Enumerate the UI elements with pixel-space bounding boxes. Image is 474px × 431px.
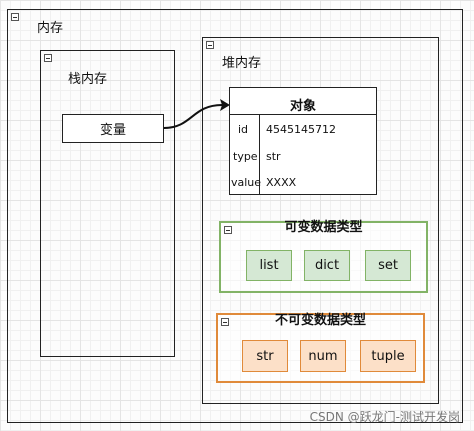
type-item-set: set bbox=[365, 250, 411, 281]
collapse-icon[interactable] bbox=[224, 226, 232, 234]
watermark: CSDN @跃龙门-测试开发岗 bbox=[309, 410, 460, 424]
type-item-num: num bbox=[300, 340, 346, 372]
collapse-icon[interactable] bbox=[11, 13, 19, 21]
collapse-icon[interactable] bbox=[206, 41, 214, 49]
object-key: type bbox=[233, 150, 258, 163]
object-title: 对象 bbox=[289, 99, 316, 114]
object-value: str bbox=[266, 150, 281, 163]
object-key-divider bbox=[259, 114, 260, 194]
object-key: id bbox=[238, 123, 249, 136]
memory-title: 内存 bbox=[37, 21, 64, 36]
heap-title: 堆内存 bbox=[222, 56, 262, 71]
object-row-id: id 4545145712 bbox=[230, 114, 376, 142]
stack-container bbox=[40, 50, 175, 357]
type-item-tuple: tuple bbox=[360, 340, 416, 372]
object-value: 4545145712 bbox=[266, 123, 336, 136]
mutable-types-title: 可变数据类型 bbox=[284, 220, 363, 235]
type-item-str: str bbox=[242, 340, 288, 372]
object-key: value bbox=[231, 176, 262, 189]
memory-container bbox=[7, 9, 463, 423]
type-item-list: list bbox=[246, 250, 292, 281]
object-row-type: type str bbox=[230, 142, 376, 170]
object-value: XXXX bbox=[266, 176, 297, 189]
heap-container bbox=[202, 37, 439, 404]
collapse-icon[interactable] bbox=[44, 54, 52, 62]
reference-arrow bbox=[163, 99, 230, 129]
collapse-icon[interactable] bbox=[221, 318, 229, 326]
type-item-dict: dict bbox=[304, 250, 350, 281]
stack-title: 栈内存 bbox=[68, 72, 108, 87]
object-row-value: value XXXX bbox=[230, 170, 376, 194]
object-table: 对象 id 4545145712 type str value XXXX bbox=[229, 87, 377, 195]
immutable-types-title: 不可变数据类型 bbox=[274, 313, 366, 328]
variable-box: 变量 bbox=[62, 114, 164, 143]
